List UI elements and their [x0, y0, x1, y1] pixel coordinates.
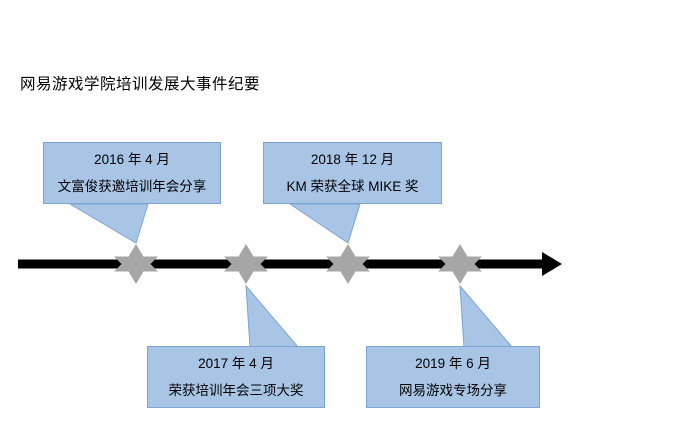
timeline-star-marker-2[interactable] — [224, 244, 268, 284]
callout-label: KM 荣获全球 MIKE 奖 — [286, 178, 419, 194]
callout-tail-2 — [288, 203, 361, 244]
timeline-star-marker-3[interactable] — [326, 244, 370, 284]
callout-date: 2017 年 4 月 — [198, 356, 274, 371]
callout-date: 2018 年 12 月 — [310, 152, 395, 167]
callout-date: 2019 年 6 月 — [415, 356, 491, 371]
callout-tail-3 — [245, 284, 300, 348]
timeline-callout-2018[interactable]: 2018 年 12 月 KM 荣获全球 MIKE 奖 — [263, 142, 442, 204]
callout-label: 文富俊获邀培训年会分享 — [57, 178, 207, 194]
timeline-star-marker-4[interactable] — [438, 244, 482, 284]
timeline-star-marker-1[interactable] — [114, 244, 158, 284]
timeline-callout-2017[interactable]: 2017 年 4 月 荣获培训年会三项大奖 — [147, 346, 325, 408]
callout-tail-4 — [459, 284, 514, 348]
page-title: 网易游戏学院培训发展大事件纪要 — [20, 76, 261, 93]
timeline-callout-2019[interactable]: 2019 年 6 月 网易游戏专场分享 — [366, 346, 540, 408]
timeline-arrowhead — [542, 252, 562, 276]
callout-date: 2016 年 4 月 — [94, 152, 170, 167]
timeline-axis-line — [18, 259, 545, 269]
callout-label: 网易游戏专场分享 — [399, 382, 507, 398]
callout-label: 荣获培训年会三项大奖 — [168, 382, 304, 398]
callout-tail-1 — [68, 203, 149, 244]
timeline-callout-2016[interactable]: 2016 年 4 月 文富俊获邀培训年会分享 — [43, 142, 221, 204]
